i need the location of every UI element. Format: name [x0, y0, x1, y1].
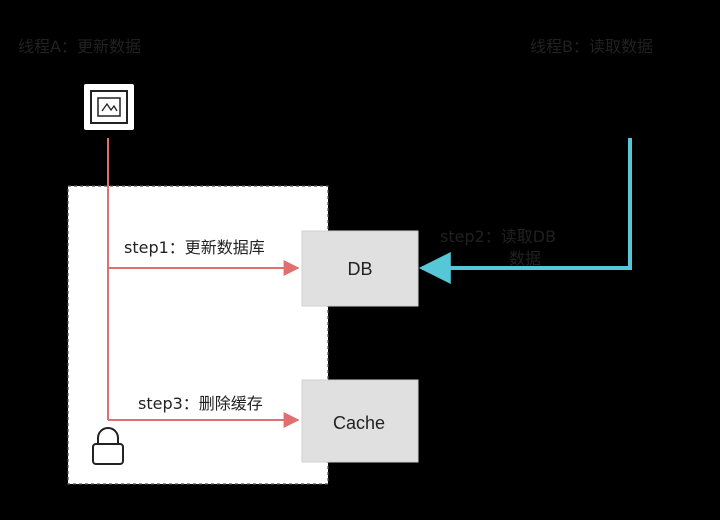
- thread-a-panel: [67, 185, 329, 485]
- lock-icon: [92, 427, 124, 465]
- left-actor-label: 线程A：更新数据: [18, 37, 141, 56]
- thread-b-line: [418, 138, 632, 284]
- right-actor-label: 线程B：读取数据: [530, 37, 653, 56]
- right-note-line2: 数据: [509, 249, 541, 268]
- step1-label: step1：更新数据库: [124, 238, 265, 257]
- db-box: [301, 230, 419, 307]
- cache-label: Cache: [333, 413, 385, 433]
- cache-box: [301, 379, 419, 463]
- db-label: DB: [347, 259, 372, 279]
- document-icon: [84, 84, 134, 130]
- step3-label: step3：删除缓存: [138, 394, 263, 413]
- right-note-line1: step2：读取DB: [440, 227, 556, 246]
